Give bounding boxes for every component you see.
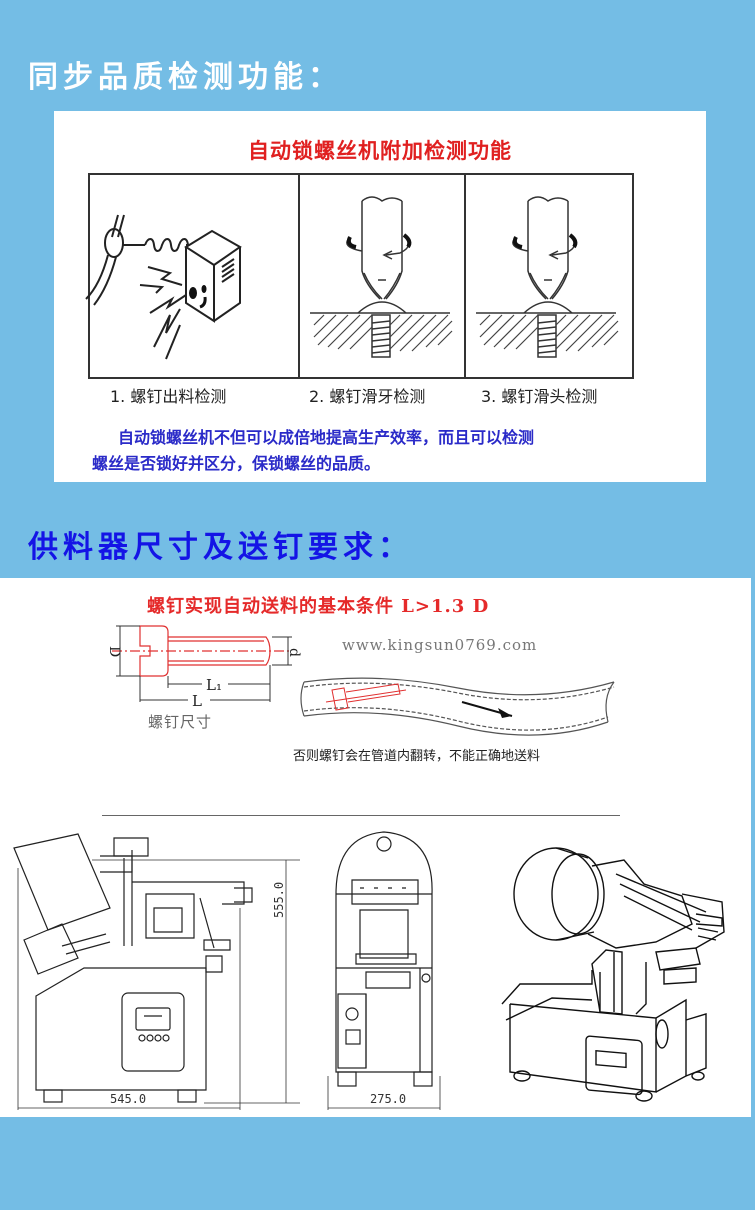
screw-head-slip-icon [476,196,619,358]
label-L: L [192,692,202,710]
description-text: 自动锁螺丝机不但可以成倍地提高生产效率，而且可以检测 螺丝是否锁好并区分，保锁螺… [92,425,692,477]
illustration-cell-head-slip [466,175,632,377]
tube-warning-text: 否则螺钉会在管道内翻转，不能正确地送料 [293,749,541,764]
illustration-cell-feed [85,175,300,377]
side-width-dimension: 545.0 [110,1092,147,1106]
screw-size-caption: 螺钉尺寸 [148,713,213,731]
feed-tube-diagram [300,677,615,736]
screw-thread-slip-icon [310,196,453,358]
label-d: d [286,648,302,657]
description-line-2: 螺丝是否锁好并区分，保锁螺丝的品质。 [92,454,381,473]
label-D: D [106,646,122,657]
panel-title: 自动锁螺丝机附加检测功能 [248,139,512,163]
divider-line [102,815,620,816]
caption-feed-detection: 1. 螺钉出料检测 [110,387,227,406]
label-L1: L₁ [206,676,222,694]
feeding-condition-title: 螺钉实现自动送料的基本条件 L>1.3 D [147,596,490,617]
side-view-drawing [13,833,300,1110]
detection-features-panel: 自动锁螺丝机附加检测功能 [54,111,706,482]
front-view-drawing [327,831,441,1110]
caption-thread-slip-detection: 2. 螺钉滑牙检测 [309,387,426,406]
screw-feed-sensor-icon [85,214,242,360]
illustration-grid [85,173,634,379]
screw-dimension-diagram: D d L₁ L [106,625,302,710]
front-width-dimension: 275.0 [370,1092,407,1106]
side-height-dimension: 555.0 [272,881,286,918]
isometric-view-drawing [501,847,725,1102]
caption-head-slip-detection: 3. 螺钉滑头检测 [481,387,598,406]
website-watermark: www.kingsun0769.com [342,636,538,654]
section-heading-quality-detection: 同步品质检测功能： [28,60,343,95]
description-line-1: 自动锁螺丝机不但可以成倍地提高生产效率，而且可以检测 [118,428,535,447]
feeder-dimensions-panel: 螺钉实现自动送料的基本条件 L>1.3 D www.kingsun0769.co… [0,578,751,1117]
illustration-cell-thread-slip [300,175,466,377]
section-heading-feeder-requirements: 供料器尺寸及送钉要求： [28,530,413,565]
